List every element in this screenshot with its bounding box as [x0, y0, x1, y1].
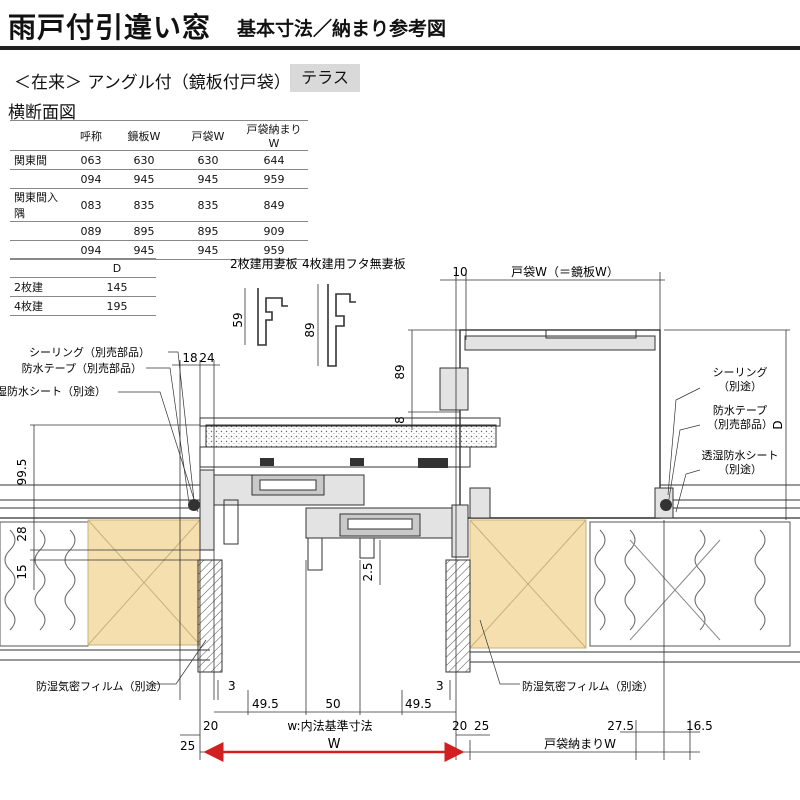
- outer-sash: [213, 474, 365, 506]
- dim-inner: w:内法基準寸法: [287, 718, 372, 733]
- film-left-label: 防湿気密フィルム（別途）: [36, 679, 168, 693]
- table-cell: 鏡板W: [112, 120, 176, 151]
- dim-89-detail: 89: [303, 322, 317, 337]
- dim-20-left: 20: [203, 719, 218, 733]
- sill-leg: [307, 537, 323, 571]
- dim-16-5: 16.5: [686, 719, 713, 733]
- stud-left: [87, 519, 201, 646]
- section-title: 横断面図: [8, 103, 76, 123]
- table-cell: 895: [112, 221, 176, 241]
- dim-25-right: 25: [474, 719, 489, 733]
- dim-10: 10: [452, 265, 467, 279]
- rail-lip: [260, 458, 274, 466]
- dim-27-5: 27.5: [607, 719, 634, 733]
- table-cell: 関東間入隅: [10, 188, 70, 222]
- table-cell: 959: [240, 240, 308, 260]
- dim-8: 8: [393, 416, 407, 424]
- tape-left-label: 防水テープ（別売部品）: [22, 361, 142, 375]
- page-title: 雨戸付引違い窓: [8, 11, 212, 44]
- table-cell: 644: [240, 150, 308, 170]
- dim-tobukuro-w: 戸袋W（＝鏡板W）: [511, 264, 619, 279]
- sill-leg: [223, 499, 239, 545]
- sill-leg: [359, 537, 375, 559]
- dim-15: 15: [15, 564, 29, 579]
- table-cell: 195: [78, 296, 156, 316]
- end-plate-two: [244, 288, 288, 346]
- film-right-label: 防湿気密フィルム（別途）: [522, 679, 654, 693]
- rail-lip: [350, 458, 364, 466]
- d-table: D 2枚建 145 4枚建 195: [10, 258, 156, 316]
- sheet-right-label: 透湿防水シート: [702, 448, 779, 462]
- leader-lines: [118, 351, 701, 685]
- size-table-header: 呼称 鏡板W 戸袋W 戸袋納まりW: [10, 120, 308, 151]
- dim-59: 59: [231, 312, 245, 327]
- dim-25-left: 25: [180, 739, 195, 753]
- table-cell: 630: [176, 150, 240, 170]
- dim-3-left: 3: [228, 679, 236, 693]
- dim-w: W: [328, 737, 341, 752]
- jamb-left: [197, 559, 223, 673]
- dim-49-5-right: 49.5: [405, 697, 432, 711]
- end-plate-four: [317, 284, 356, 367]
- table-row: 094 945 945 959: [10, 240, 308, 260]
- dim-99-5: 99.5: [15, 459, 29, 486]
- table-row: 089 895 895 909: [10, 221, 308, 241]
- dim-28: 28: [15, 526, 29, 541]
- table-row: 2枚建 145: [10, 277, 156, 297]
- frame-left: [199, 469, 215, 551]
- table-cell: 849: [240, 188, 308, 222]
- dim-24: 24: [199, 351, 214, 365]
- rail-lip: [418, 458, 448, 468]
- table-row: 4枚建 195: [10, 296, 156, 316]
- title-divider: [0, 46, 800, 50]
- table-row: 094 945 945 959: [10, 169, 308, 189]
- dim-49-5-left: 49.5: [252, 697, 279, 711]
- rail-head: [205, 424, 497, 448]
- dim-18: 18: [182, 351, 197, 365]
- table-row: 関東間入隅 083 835 835 849: [10, 188, 308, 222]
- tape-right-note: （別売部品）: [707, 417, 773, 431]
- inner-sash: [305, 507, 467, 539]
- variant-label: ＜在来＞ アングル付（鏡板付戸袋）: [14, 73, 291, 93]
- sealing-right-label: シーリング: [713, 365, 768, 379]
- table-cell: 戸袋納まりW: [240, 120, 308, 151]
- page-subtitle: 基本寸法／納まり参考図: [237, 18, 447, 40]
- dim-50: 50: [325, 697, 340, 711]
- end-plate-two-label: 2枚建用妻板: [230, 256, 298, 271]
- tape-right-label: 防水テープ: [713, 403, 767, 417]
- table-cell: 945: [176, 169, 240, 189]
- dim-d: D: [771, 420, 785, 429]
- shutter-box: [439, 329, 674, 519]
- frame-right: [451, 504, 469, 558]
- table-cell: 145: [78, 277, 156, 297]
- dim-89: 89: [393, 364, 407, 379]
- end-plate-four-label: 4枚建用フタ無妻板: [302, 256, 406, 271]
- table-cell: 呼称: [70, 120, 112, 151]
- dim-20-right: 20: [452, 719, 467, 733]
- table-cell: 戸袋W: [176, 120, 240, 151]
- dim-2-5: 2.5: [361, 562, 375, 581]
- jamb-right: [445, 559, 471, 673]
- table-cell: 4枚建: [10, 296, 78, 316]
- terrace-badge: テラス: [290, 64, 360, 92]
- table-cell: 945: [112, 240, 176, 260]
- sheet-left-label: 透湿防水シート（別途）: [0, 384, 106, 398]
- sealing-right: [660, 499, 672, 511]
- sealing-left-label: シーリング（別売部品）: [29, 345, 150, 359]
- dim-tobukuro-osamari: 戸袋納まりW: [544, 737, 616, 751]
- stud-right: [469, 519, 587, 649]
- sealing-right-note: （別途）: [718, 379, 762, 393]
- dim-3-right: 3: [436, 679, 444, 693]
- sheet-right-note: （別途）: [718, 462, 762, 476]
- dimension-lines: [30, 272, 790, 760]
- table-cell: 945: [176, 240, 240, 260]
- size-table: 呼称 鏡板W 戸袋W 戸袋納まりW 関東間 063 630 630 644 09…: [10, 120, 308, 260]
